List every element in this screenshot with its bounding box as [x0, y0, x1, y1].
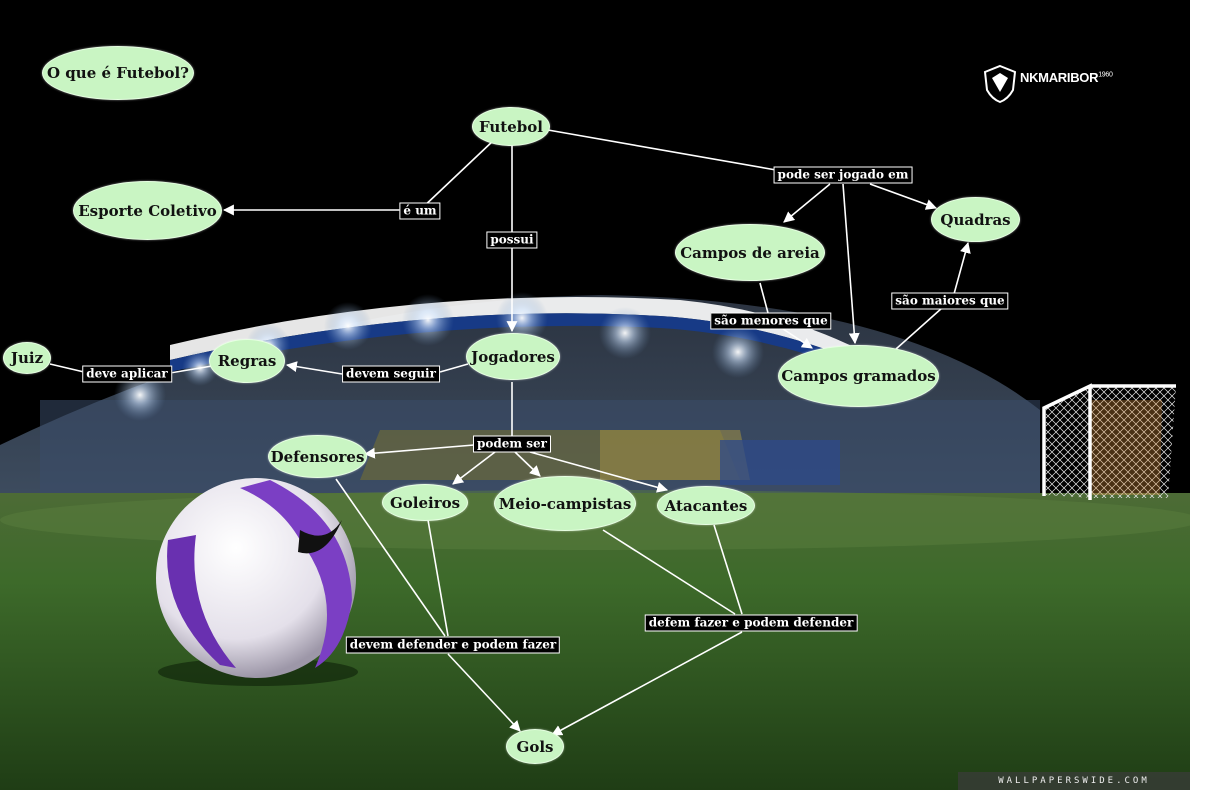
node-goleiros[interactable]: Goleiros	[382, 484, 468, 521]
link-label-pode-ser-jogado-em[interactable]: pode ser jogado em	[774, 167, 913, 184]
node-campos-gramados[interactable]: Campos gramados	[778, 345, 939, 407]
node-title[interactable]: O que é Futebol?	[42, 46, 194, 100]
club-logo: NKMARIBOR1960	[982, 64, 1112, 104]
club-year: 1960	[1098, 72, 1112, 79]
node-meio-campistas[interactable]: Meio-campistas	[494, 476, 636, 531]
club-brand: NKMARIBOR	[1020, 70, 1098, 85]
concept-map-canvas: NKMARIBOR1960 WALLPAPERSWIDE.COM O que é…	[0, 0, 1190, 790]
link-podem-ser-goleiros	[453, 452, 495, 484]
node-atacantes[interactable]: Atacantes	[657, 486, 755, 525]
link-goleiros-devem-defender	[428, 520, 448, 636]
link-maiores-quadras	[954, 243, 968, 294]
node-futebol[interactable]: Futebol	[472, 107, 550, 146]
node-quadras[interactable]: Quadras	[931, 197, 1020, 242]
link-label-sao-menores-que[interactable]: são menores que	[710, 313, 831, 330]
link-regras-deve-aplicar	[170, 366, 212, 373]
node-esporte-coletivo[interactable]: Esporte Coletivo	[73, 181, 222, 240]
link-label-defem-fazer[interactable]: defem fazer e podem defender	[645, 615, 858, 632]
link-podem-ser-meio	[515, 452, 540, 476]
link-label-e-um[interactable]: é um	[399, 203, 440, 220]
link-futebol-pode-ser-jogado	[548, 130, 776, 170]
watermark: WALLPAPERSWIDE.COM	[958, 772, 1190, 790]
club-name: NKMARIBOR1960	[1020, 70, 1113, 85]
node-gols[interactable]: Gols	[506, 729, 564, 764]
link-menores-gramados	[780, 327, 812, 348]
link-devem-defender-gols	[448, 654, 520, 731]
node-regras[interactable]: Regras	[209, 339, 285, 383]
link-areia-menores	[760, 283, 768, 313]
link-label-podem-ser[interactable]: podem ser	[473, 436, 551, 453]
link-devem-seguir-regras	[287, 365, 342, 374]
link-atacantes-defem-fazer	[714, 525, 742, 614]
node-jogadores[interactable]: Jogadores	[466, 333, 560, 380]
link-jogado-gramados	[843, 184, 855, 343]
link-label-sao-maiores-que[interactable]: são maiores que	[891, 293, 1008, 310]
node-campos-de-areia[interactable]: Campos de areia	[675, 224, 825, 281]
link-deve-aplicar-juiz	[50, 364, 84, 372]
concept-links	[0, 0, 1190, 790]
link-futebol-e-um	[420, 140, 494, 210]
link-jogado-quadras	[870, 184, 936, 208]
link-defem-fazer-gols	[552, 632, 742, 735]
node-defensores[interactable]: Defensores	[268, 435, 367, 478]
link-meio-defem-fazer	[603, 530, 735, 614]
link-podem-ser-defensores	[365, 445, 474, 454]
link-label-possui[interactable]: possui	[486, 232, 537, 249]
node-juiz[interactable]: Juiz	[3, 342, 51, 374]
club-crest-icon	[982, 64, 1018, 104]
link-label-devem-seguir[interactable]: devem seguir	[342, 366, 440, 383]
link-jogado-areia	[784, 184, 830, 222]
link-label-devem-defender[interactable]: devem defender e podem fazer	[346, 637, 560, 654]
link-gramados-maiores	[896, 308, 942, 349]
link-jogadores-devem-seguir	[440, 364, 468, 372]
link-label-deve-aplicar[interactable]: deve aplicar	[82, 366, 172, 383]
